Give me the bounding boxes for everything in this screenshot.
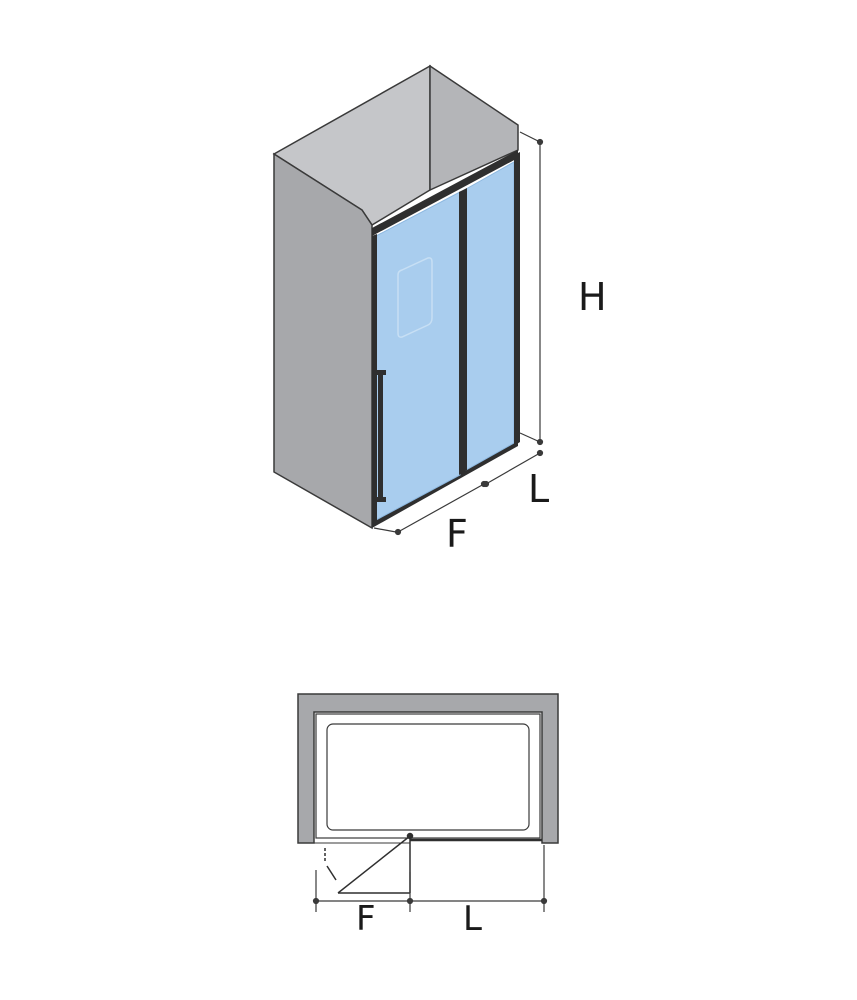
door-frame-middle: [459, 188, 467, 475]
plan-walls: [297, 693, 559, 844]
door-opening-symbol: [324, 832, 414, 894]
bottom-rail: [372, 440, 518, 528]
left-side-wall: [273, 152, 373, 530]
door-handle: [378, 372, 383, 500]
plan-dimensions: [312, 845, 548, 912]
shower-tray-inner: [326, 723, 530, 831]
door-width-label: F: [446, 512, 468, 556]
sliding-door-glass: [375, 191, 461, 521]
fixed-panel-frame-right: [514, 152, 520, 446]
fixed-panel-label: L: [528, 467, 549, 511]
height-label: H: [578, 275, 607, 319]
top-rail: [372, 150, 518, 236]
height-dimension: [519, 131, 544, 446]
door-handle-bottom-mount: [376, 497, 386, 502]
fixed-panel-glass: [465, 161, 515, 471]
plan-door-label: F: [356, 899, 376, 939]
isometric-view: H F L: [272, 64, 607, 556]
door-frame-left: [372, 234, 377, 528]
fixed-panel-dimension: [482, 449, 544, 488]
glass-reflection: [397, 257, 433, 338]
plan-view: F L: [297, 693, 559, 939]
door-handle-top-mount: [376, 370, 386, 375]
plan-fixed-panel-label: L: [463, 899, 482, 939]
